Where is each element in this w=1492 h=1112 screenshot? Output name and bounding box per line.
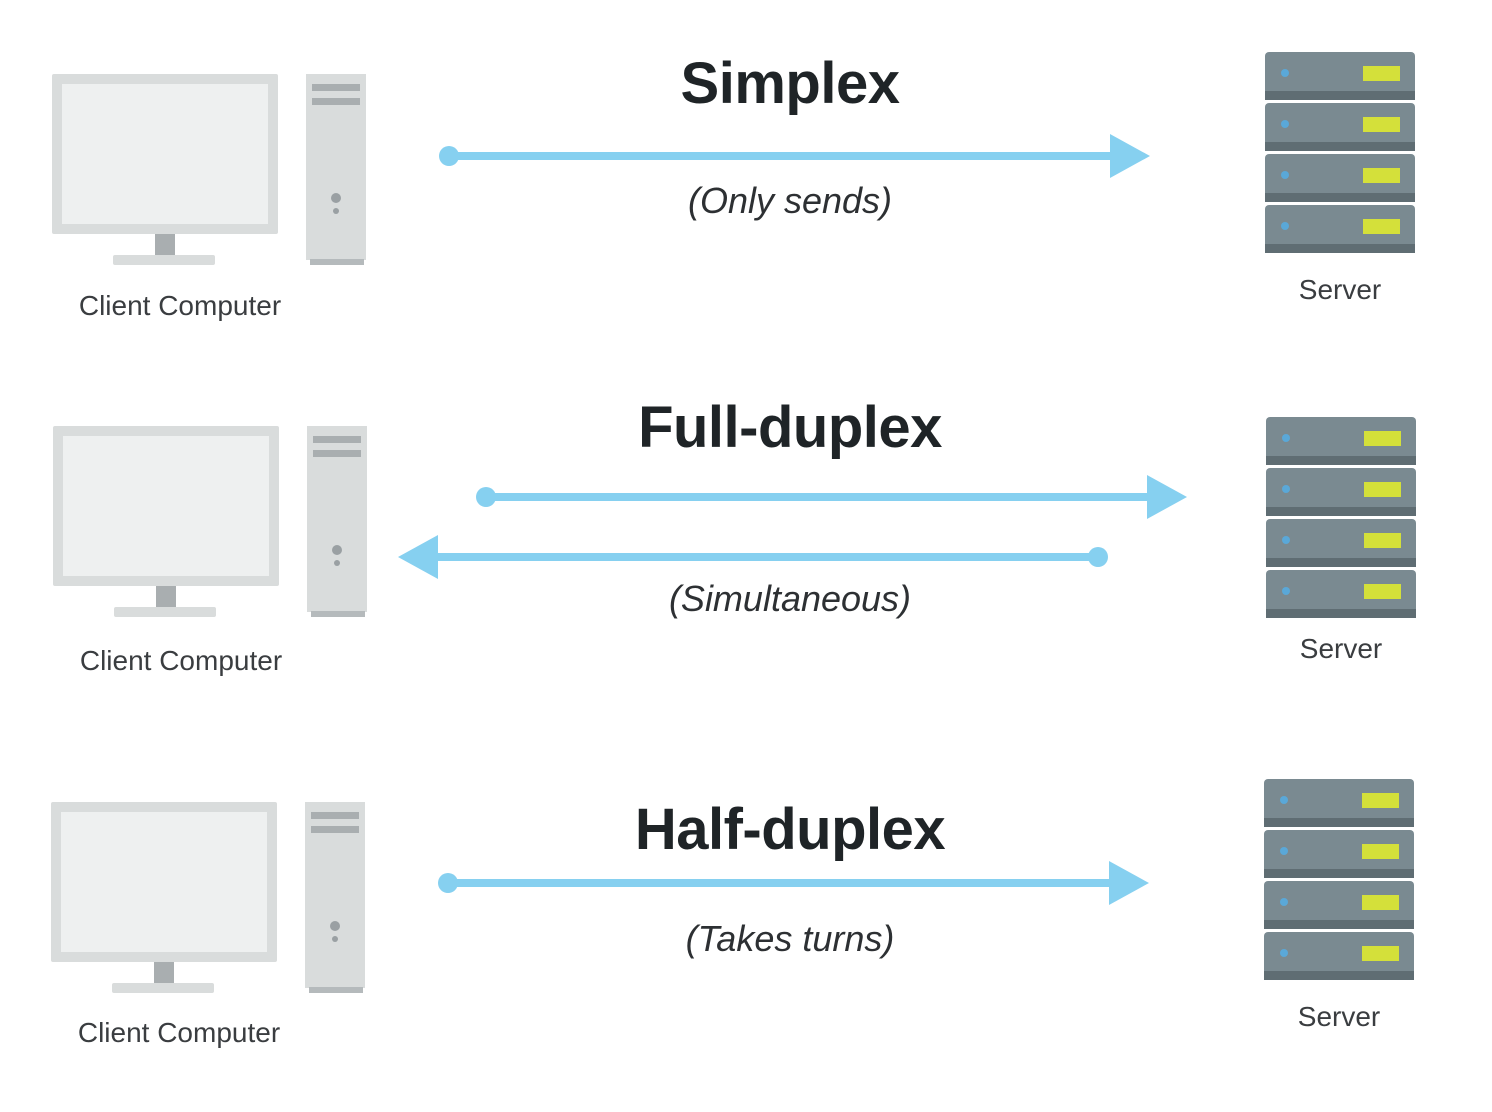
mode-subtitle: (Simultaneous) — [668, 578, 912, 619]
server-rack-icon — [1266, 417, 1416, 618]
mode-title: Simplex — [680, 51, 900, 116]
full-duplex-diagram — [53, 417, 1416, 618]
client-to-server-arrow — [438, 861, 1149, 905]
server-label: Server — [1298, 274, 1382, 305]
server-to-client-arrow — [398, 535, 1108, 579]
server-label: Server — [1299, 633, 1383, 664]
mode-title: Full-duplex — [638, 395, 942, 460]
client-computer-label: Client Computer — [77, 1017, 281, 1048]
client-to-server-arrow — [476, 475, 1187, 519]
server-label: Server — [1297, 1001, 1381, 1032]
mode-subtitle: (Takes turns) — [685, 918, 895, 959]
mode-title: Half-duplex — [634, 797, 946, 862]
simplex-row: Simplex (Only sends) Client Computer Ser… — [0, 0, 1492, 370]
half-duplex-diagram — [51, 779, 1414, 993]
simplex-diagram — [52, 52, 1415, 265]
half-duplex-row: Half-duplex (Takes turns) Client Compute… — [0, 728, 1492, 1098]
client-computer-icon — [51, 802, 365, 993]
server-rack-icon — [1264, 779, 1414, 980]
client-computer-icon — [53, 426, 367, 617]
client-computer-icon — [52, 74, 366, 265]
client-to-server-arrow — [439, 134, 1150, 178]
client-computer-label: Client Computer — [79, 645, 283, 676]
mode-subtitle: (Only sends) — [687, 180, 893, 221]
client-computer-label: Client Computer — [78, 290, 282, 321]
full-duplex-row: Full-duplex (Simultaneous) Client Comput… — [0, 352, 1492, 722]
server-rack-icon — [1265, 52, 1415, 253]
